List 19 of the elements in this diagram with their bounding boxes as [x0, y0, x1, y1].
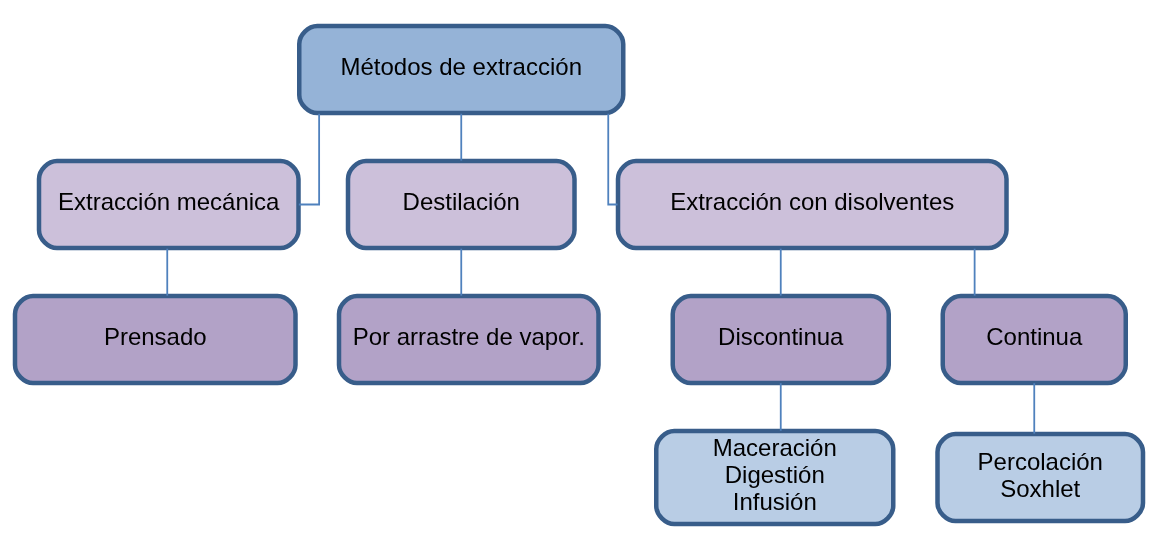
- connector: [166, 247, 169, 297]
- node-box: Discontinua: [670, 293, 891, 386]
- connector: [779, 382, 782, 432]
- node-box: Extracción con disolventes: [615, 158, 1009, 251]
- node-box: Prensado: [12, 293, 298, 386]
- node-box: Por arrastre de vapor.: [336, 293, 601, 386]
- connector: [607, 112, 619, 206]
- connector: [297, 112, 321, 206]
- node-box: Continua: [940, 293, 1128, 386]
- connector: [460, 247, 463, 297]
- node-box: Extracción mecánica: [36, 158, 301, 251]
- connector: [460, 112, 463, 162]
- connector: [973, 247, 976, 297]
- node-box: Percolación Soxhlet: [935, 431, 1146, 524]
- connector: [1033, 382, 1036, 435]
- node-box: Destilación: [345, 158, 577, 251]
- connector: [779, 247, 782, 297]
- node-box: Métodos de extracción: [297, 23, 626, 116]
- node-box: Maceración Digestión Infusión: [654, 428, 896, 527]
